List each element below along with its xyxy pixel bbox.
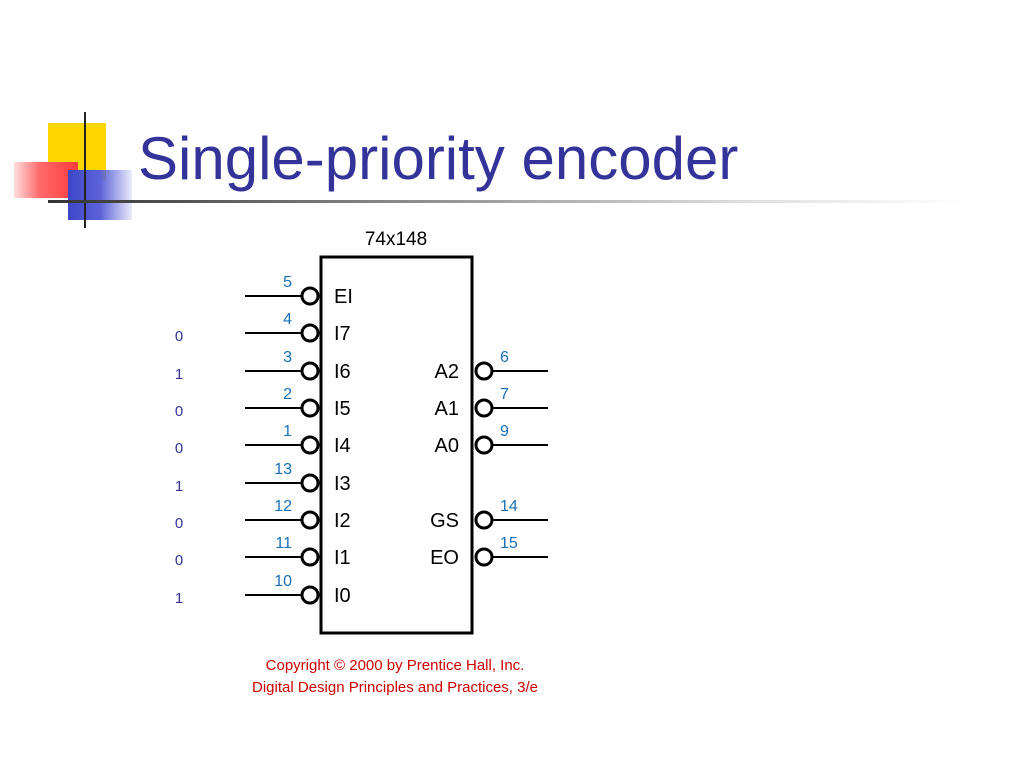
pin-label: EI bbox=[334, 286, 353, 308]
pin-number: 10 bbox=[274, 573, 292, 590]
inversion-bubble bbox=[300, 547, 320, 567]
input-pin-ei: 5EI bbox=[245, 274, 353, 308]
pin-number: 4 bbox=[283, 311, 292, 328]
pin-label: A0 bbox=[435, 435, 459, 457]
inversion-bubble bbox=[300, 398, 320, 418]
pin-label: GS bbox=[430, 510, 459, 532]
input-value: 0 bbox=[174, 328, 184, 345]
copyright-notice: Copyright © 2000 by Prentice Hall, Inc. … bbox=[200, 655, 590, 699]
input-value: 1 bbox=[174, 366, 184, 383]
copyright-line-1: Copyright © 2000 by Prentice Hall, Inc. bbox=[265, 657, 525, 674]
pin-number: 1 bbox=[283, 423, 292, 440]
pin-number: 5 bbox=[283, 274, 292, 291]
pin-label: A2 bbox=[435, 361, 459, 383]
pin-label: A1 bbox=[435, 398, 459, 420]
output-pin-a2: 6A2 bbox=[435, 349, 548, 383]
inversion-bubble bbox=[474, 510, 494, 530]
pin-label: I6 bbox=[334, 361, 351, 383]
inversion-bubble bbox=[474, 547, 494, 567]
input-value: 1 bbox=[174, 590, 184, 607]
pin-number: 14 bbox=[500, 498, 518, 515]
pin-label: I0 bbox=[334, 585, 351, 607]
input-value: 0 bbox=[174, 440, 184, 457]
decor-vertical-line bbox=[84, 112, 86, 228]
pin-number: 11 bbox=[275, 535, 292, 552]
pin-number: 9 bbox=[500, 423, 509, 440]
inversion-bubble bbox=[300, 323, 320, 343]
inversion-bubble bbox=[300, 361, 320, 381]
inversion-bubble bbox=[300, 473, 320, 493]
pin-label: I4 bbox=[334, 435, 351, 457]
inversion-bubble bbox=[300, 510, 320, 530]
chip-name: 74x148 bbox=[365, 229, 427, 250]
input-pin-i4: 1I4 bbox=[245, 423, 351, 457]
output-pin-a0: 9A0 bbox=[435, 423, 548, 457]
pin-label: EO bbox=[430, 547, 459, 569]
pin-number: 3 bbox=[283, 349, 292, 366]
pin-number: 6 bbox=[500, 349, 509, 366]
slide-title: Single-priority encoder bbox=[138, 125, 739, 192]
pin-label: I5 bbox=[334, 398, 351, 420]
pin-number: 15 bbox=[500, 535, 518, 552]
inversion-bubble bbox=[474, 435, 494, 455]
inversion-bubble bbox=[474, 361, 494, 381]
pin-label: I3 bbox=[334, 473, 351, 495]
decor-red-bar bbox=[14, 162, 78, 198]
chip-body bbox=[319, 255, 474, 635]
output-pin-a1: 7A1 bbox=[435, 386, 548, 420]
pin-label: I7 bbox=[334, 323, 351, 345]
pin-number: 7 bbox=[500, 386, 509, 403]
pin-number: 13 bbox=[274, 461, 292, 478]
pin-label: I2 bbox=[334, 510, 351, 532]
input-pin-i5: 2I5 bbox=[245, 386, 351, 420]
input-value: 0 bbox=[174, 403, 184, 420]
pin-number: 12 bbox=[274, 498, 292, 515]
input-value: 1 bbox=[174, 478, 184, 495]
inversion-bubble bbox=[474, 398, 494, 418]
input-pin-i6: 3I6 bbox=[245, 349, 351, 383]
pins-layer: 5EI4I73I62I51I413I312I211I110I06A27A19A0… bbox=[245, 274, 548, 607]
inversion-bubble bbox=[300, 286, 320, 306]
decor-blue-square bbox=[68, 170, 132, 220]
input-pin-i7: 4I7 bbox=[245, 311, 351, 345]
pin-number: 2 bbox=[283, 386, 292, 403]
copyright-line-2: Digital Design Principles and Practices,… bbox=[252, 679, 538, 696]
inversion-bubble bbox=[300, 585, 320, 605]
input-value: 0 bbox=[174, 515, 184, 532]
title-underline bbox=[48, 200, 968, 203]
input-value: 0 bbox=[174, 552, 184, 569]
pin-label: I1 bbox=[334, 547, 351, 569]
inversion-bubble bbox=[300, 435, 320, 455]
